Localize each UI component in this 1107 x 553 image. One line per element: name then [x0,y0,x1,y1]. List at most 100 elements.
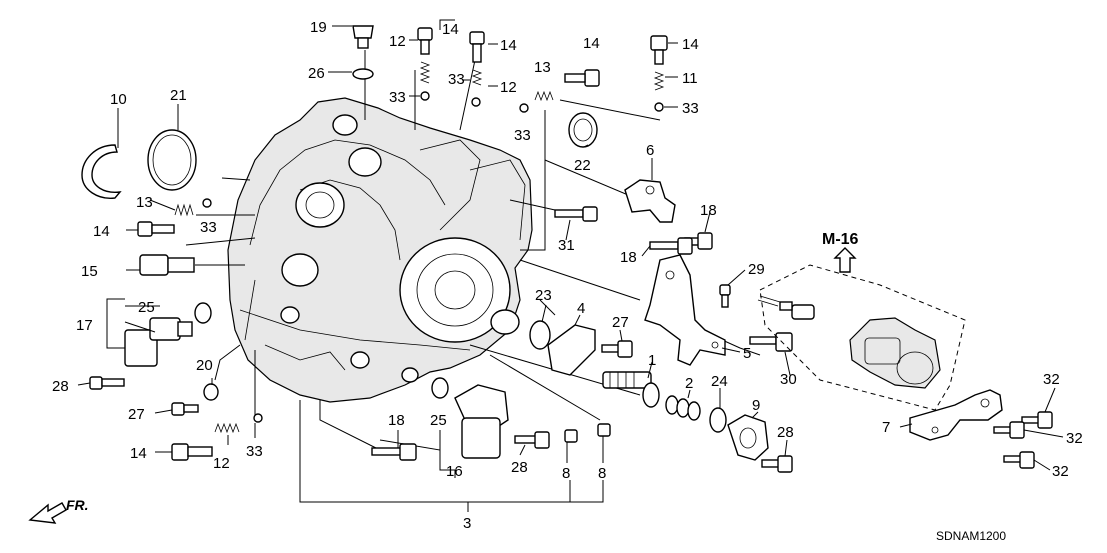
callout-8: 8 [598,465,606,482]
callout-25: 25 [430,412,447,429]
callout-3: 3 [463,515,471,532]
part-sensor-17 [124,302,212,367]
part-seal-22 [568,112,598,148]
ref-inset-m16 [757,247,966,411]
part-bolt-29 [719,284,731,308]
part-bolt-18-right-b [649,237,693,255]
callout-17: 17 [76,317,93,334]
callout-12: 12 [389,33,406,50]
part-bolt-27-center [601,340,633,358]
part-plug-19 [352,25,374,49]
part-washer-20 [203,383,219,401]
callout-19: 19 [310,19,327,36]
part-washer-26 [352,68,374,80]
callout-33: 33 [389,89,406,106]
part-cover-4 [547,324,596,376]
part-bracket-7 [909,389,1003,441]
callout-25: 25 [138,299,155,316]
part-bolt-18-bottom [371,443,417,461]
part-rings-2 [665,395,701,421]
callout-30: 30 [780,371,797,388]
callout-14: 14 [442,21,459,38]
part-oring-24 [709,407,727,433]
part-gasket-23 [529,320,551,350]
part-spring-12-top-b [471,69,483,86]
callout-33: 33 [514,127,531,144]
part-bolt-8-a [564,429,578,443]
callout-33: 33 [200,219,217,236]
callout-14: 14 [682,36,699,53]
part-ball-33-top-a [420,91,430,101]
callout-10: 10 [110,91,127,108]
part-bolt-32-b [993,421,1025,439]
part-bolt-28-left [89,376,125,390]
part-bolt-14-bottom [171,443,213,461]
part-ball-33-top-c [519,103,529,113]
part-ball-33-bottom [253,413,263,423]
part-snap-ring-21 [147,129,197,191]
callout-18: 18 [388,412,405,429]
callout-16: 16 [446,463,463,480]
part-bolt-32-c [1003,451,1035,469]
callout-23: 23 [535,287,552,304]
part-bolt-27-left [171,402,199,416]
diagram-code: SDNAM1200 [936,529,1006,543]
part-bracket-5 [644,254,726,366]
callout-27: 27 [612,314,629,331]
front-direction-arrow: FR. [28,497,89,524]
part-bolt-8-b [597,423,611,437]
callout-32: 32 [1052,463,1069,480]
part-bolt-28-right [761,455,793,473]
callout-28: 28 [777,424,794,441]
part-bolt-32-a [1021,411,1053,429]
callout-33: 33 [448,71,465,88]
part-starter-motor [849,317,941,389]
callout-15: 15 [81,263,98,280]
callout-12: 12 [500,79,517,96]
fr-label: FR. [66,497,89,513]
part-ball-33-top-b [471,97,481,107]
callout-32: 32 [1066,430,1083,447]
part-sensor-16 [431,377,509,459]
callout-4: 4 [577,300,585,317]
part-snap-ring-10 [81,144,122,199]
part-spring-12-top [419,61,431,84]
callout-33: 33 [682,100,699,117]
part-bolt-14-top-b [469,31,485,63]
callout-1: 1 [648,352,656,369]
callout-24: 24 [711,373,728,390]
callout-9: 9 [752,397,760,414]
part-spring-11 [653,71,665,91]
callout-13: 13 [534,59,551,76]
callout-27: 27 [128,406,145,423]
callout-8: 8 [562,465,570,482]
part-bolt-14-top-d [650,35,668,65]
callout-18: 18 [700,202,717,219]
part-bolt-14-left [137,221,175,237]
part-spring-13-left [174,203,194,217]
callout-28: 28 [52,378,69,395]
part-starter-bolt-a [757,295,815,320]
callout-26: 26 [308,65,325,82]
callout-14: 14 [93,223,110,240]
callout-32: 32 [1043,371,1060,388]
callout-14: 14 [583,35,600,52]
callout-33: 33 [246,443,263,460]
part-sensor-15 [139,198,212,276]
part-bolt-30 [749,332,793,352]
part-spring-12-bottom [214,422,240,434]
callout-7: 7 [882,419,890,436]
transmission-housing [227,97,533,403]
callout-12: 12 [213,455,230,472]
callout-29: 29 [748,261,765,278]
callout-14: 14 [500,37,517,54]
callout-numbers: 19 26 12 14 33 14 33 12 13 33 14 22 14 1… [52,19,1083,543]
part-bolt-14-top-a [417,27,433,55]
callout-20: 20 [196,357,213,374]
callout-28: 28 [511,459,528,476]
callout-18: 18 [620,249,637,266]
callout-leaders [77,19,1064,478]
callout-2: 2 [685,375,693,392]
part-spring-13-top [534,90,554,102]
